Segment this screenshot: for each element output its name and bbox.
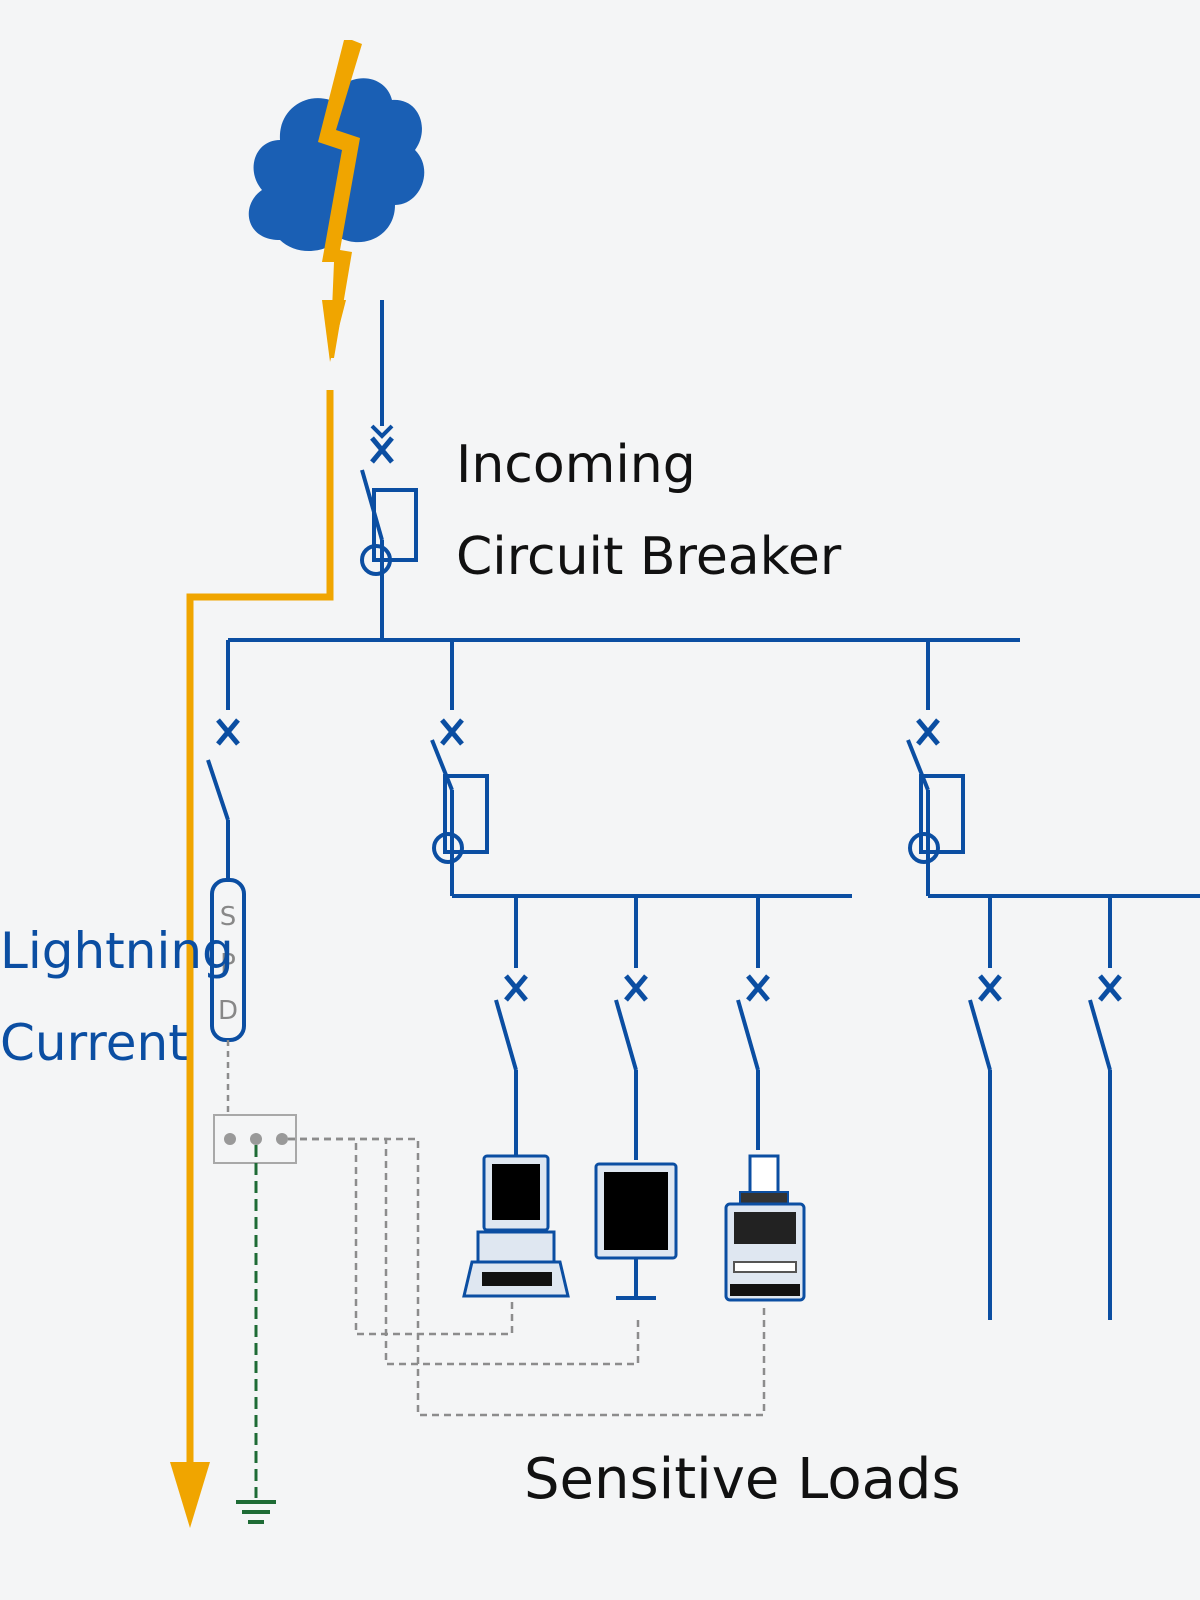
spd-letter-p: P	[220, 949, 236, 979]
incoming-label-line2: Circuit Breaker	[456, 527, 842, 587]
lightning-current-label-line1: Lightning	[0, 922, 234, 980]
bonding-conductors	[288, 1137, 766, 1417]
printer-icon	[724, 1154, 806, 1302]
incoming-label-line1: Incoming	[456, 435, 696, 495]
switch-contact-marks	[216, 436, 1122, 1002]
lightning-bolt-icon	[318, 40, 362, 362]
circuit-lines	[206, 300, 1200, 1320]
ground-icon	[236, 1500, 276, 1524]
earth-terminal-bar	[213, 1040, 297, 1164]
spd-letter-d: D	[218, 996, 238, 1026]
monitor-icon	[594, 1162, 678, 1300]
spd-letter-s: S	[220, 902, 237, 932]
sensitive-loads-label: Sensitive Loads	[524, 1447, 961, 1512]
lightning-arrow-icon	[170, 1462, 210, 1528]
lightning-current-path	[186, 390, 334, 1490]
lightning-current-label-line2: Current	[0, 1014, 188, 1072]
computer-icon	[462, 1154, 570, 1298]
storm-cloud-icon	[248, 78, 425, 252]
